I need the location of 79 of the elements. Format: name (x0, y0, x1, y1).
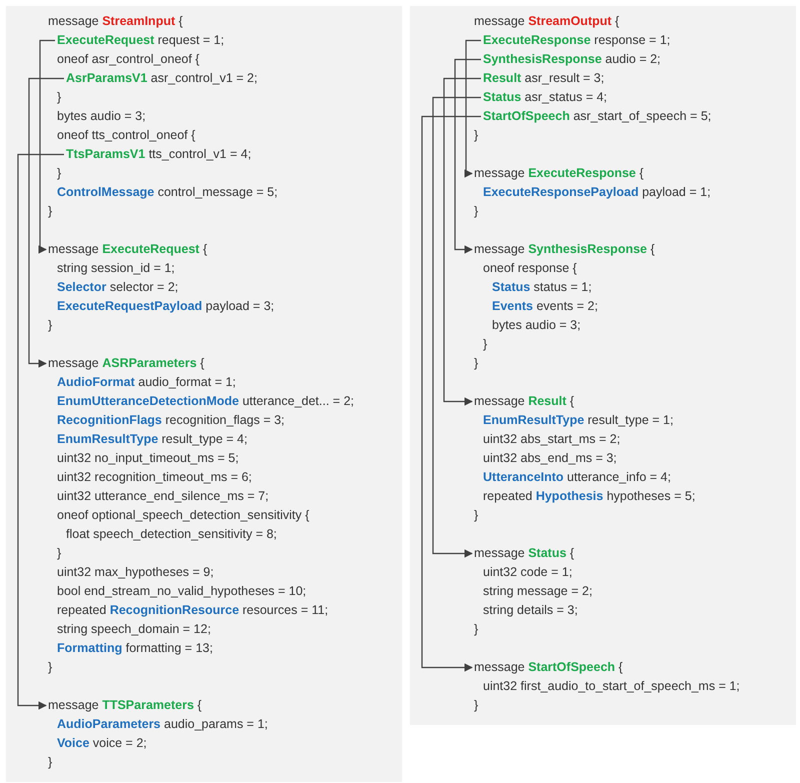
code-line: bytes audio = 3; (492, 317, 581, 334)
code-line: Status status = 1; (492, 279, 592, 296)
code-line: ExecuteRequestPayload payload = 3; (57, 298, 274, 315)
code-line: } (483, 336, 488, 353)
code-line: AudioParameters audio_params = 1; (57, 716, 268, 733)
code-line: ExecuteRequest request = 1; (57, 31, 224, 50)
code-line: uint32 abs_start_ms = 2; (483, 431, 620, 448)
code-line: string session_id = 1; (57, 260, 175, 277)
panel-background (410, 6, 796, 725)
code-line: Events events = 2; (492, 298, 598, 315)
code-line: uint32 abs_end_ms = 3; (483, 450, 617, 467)
code-line: AsrParamsV1 asr_control_v1 = 2; (66, 69, 258, 88)
code-line: message StartOfSpeech { (474, 659, 623, 676)
code-line: } (57, 545, 62, 562)
code-line: string message = 2; (483, 583, 592, 600)
code-line: oneof optional_speech_detection_sensitivity { (57, 507, 310, 524)
code-line: message Status { (474, 545, 574, 562)
arrow (443, 78, 481, 406)
code-line: message StreamOutput { (474, 13, 620, 30)
code-line: } (57, 165, 62, 182)
code-line: EnumResultType result_type = 1; (483, 412, 674, 429)
code-line: } (57, 89, 62, 106)
panel-background (6, 6, 402, 782)
code-line: RecognitionFlags recognition_flags = 3; (57, 412, 285, 429)
code-line: ExecuteResponse response = 1; (483, 31, 670, 50)
code-line: oneof tts_control_oneof { (57, 127, 196, 144)
code-line: oneof response { (483, 260, 577, 277)
code-line: repeated RecognitionResource resources = 11; (57, 602, 328, 619)
code-line: message ExecuteRequest { (48, 241, 208, 258)
code-line: Result asr_result = 3; (483, 69, 604, 88)
code-line: uint32 utterance_end_silence_ms = 7; (57, 488, 269, 505)
code-line: StartOfSpeech asr_start_of_speech = 5; (483, 107, 712, 126)
code-line: message StreamInput { (48, 13, 183, 30)
code-line: EnumUtteranceDetectionMode utterance_det... = 2; (57, 393, 354, 410)
code-line: uint32 recognition_timeout_ms = 6; (57, 469, 252, 486)
code-line: } (48, 754, 52, 771)
code-line: bool end_stream_no_valid_hypotheses = 10; (57, 583, 306, 600)
arrow (432, 96, 481, 558)
code-line: string speech_domain = 12; (57, 621, 211, 638)
code-line: Selector selector = 2; (57, 279, 178, 296)
code-line: message TTSParameters { (48, 697, 202, 714)
code-line: TtsParamsV1 tts_control_v1 = 4; (66, 145, 252, 164)
code-line: ControlMessage control_message = 5; (57, 184, 278, 201)
code-line: uint32 max_hypotheses = 9; (57, 564, 214, 581)
code-line: } (474, 697, 478, 714)
code-line: } (48, 203, 52, 220)
code-line: } (474, 507, 478, 524)
code-line: } (48, 317, 52, 334)
code-line: ExecuteResponsePayload payload = 1; (483, 184, 711, 201)
arrow (38, 40, 55, 254)
code-line: } (474, 203, 478, 220)
code-line: message ExecuteResponse { (474, 165, 644, 182)
code-line: AudioFormat audio_format = 1; (57, 374, 236, 391)
arrow (28, 78, 64, 368)
arrow (454, 58, 481, 254)
code-line: oneof asr_control_oneof { (57, 51, 200, 68)
code-line: } (474, 355, 478, 372)
arrow (464, 40, 481, 178)
code-line: Status asr_status = 4; (483, 88, 608, 107)
arrow (17, 154, 64, 710)
code-line: uint32 first_audio_to_start_of_speech_ms = 1; (483, 678, 740, 695)
arrow (421, 116, 481, 672)
code-line: string details = 3; (483, 602, 578, 619)
code-line: UtteranceInto utterance_info = 4; (483, 469, 671, 486)
code-line: message ASRParameters { (48, 355, 204, 372)
code-line: uint32 no_input_timeout_ms = 5; (57, 450, 239, 467)
code-line: EnumResultType result_type = 4; (57, 431, 248, 448)
code-line: bytes audio = 3; (57, 108, 146, 125)
code-line: Voice voice = 2; (57, 735, 147, 752)
code-line: message Result { (474, 393, 574, 410)
code-line: float speech_detection_sensitivity = 8; (66, 526, 277, 543)
code-line: } (474, 621, 478, 638)
code-line: } (48, 659, 52, 676)
code-line: } (474, 127, 478, 144)
code-line: repeated Hypothesis hypotheses = 5; (483, 488, 696, 505)
code-line: uint32 code = 1; (483, 564, 572, 581)
code-line: SynthesisResponse audio = 2; (483, 50, 661, 69)
code-line: message SynthesisResponse { (474, 241, 655, 258)
code-line: Formatting formatting = 13; (57, 640, 213, 657)
